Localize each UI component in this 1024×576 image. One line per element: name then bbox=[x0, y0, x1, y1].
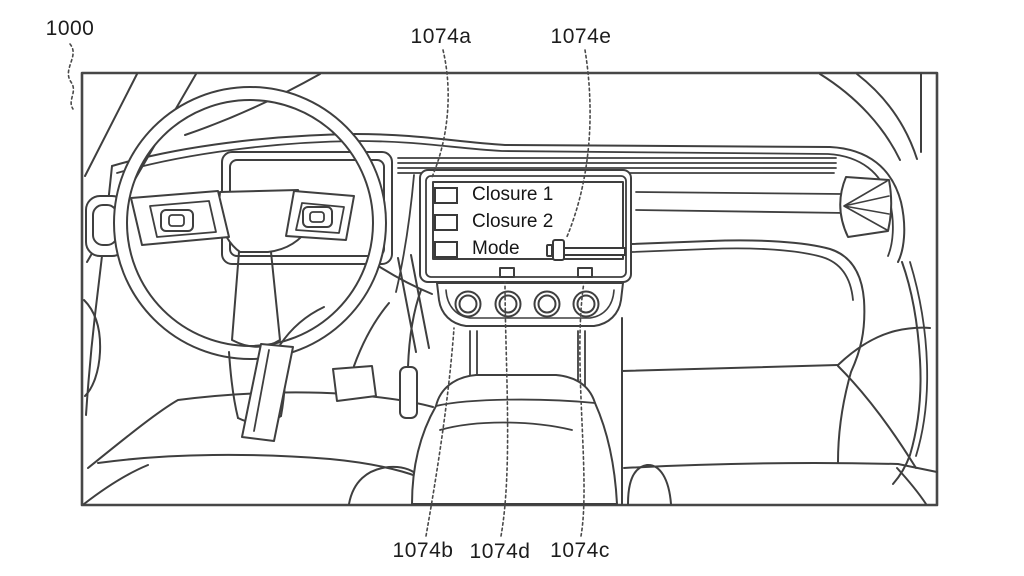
leader-1074c bbox=[579, 281, 585, 537]
right-spoke-pad bbox=[285, 190, 355, 241]
floor-and-seats bbox=[83, 317, 672, 505]
steering-wheel[interactable] bbox=[113, 86, 430, 424]
touchscreen-display[interactable] bbox=[432, 181, 624, 260]
closure2-label: Closure 2 bbox=[472, 211, 554, 232]
leader-1074b bbox=[425, 327, 455, 537]
mode-checkbox[interactable] bbox=[434, 241, 458, 258]
ref-label-1000: 1000 bbox=[45, 17, 95, 40]
right-wheel-button[interactable] bbox=[302, 206, 333, 228]
knob-panel bbox=[436, 282, 624, 327]
ref-label-1074b: 1074b bbox=[392, 539, 454, 562]
center-seat bbox=[411, 374, 618, 505]
panel-button-left[interactable] bbox=[499, 267, 515, 278]
passenger-vent bbox=[839, 176, 893, 238]
leader-1074a bbox=[431, 49, 449, 178]
mode-slider-track[interactable] bbox=[557, 247, 626, 256]
mode-slider-cap bbox=[546, 244, 553, 257]
left-wheel-button[interactable] bbox=[160, 209, 194, 232]
accelerator-pedal[interactable] bbox=[241, 343, 294, 442]
park-pedal[interactable] bbox=[399, 366, 418, 419]
leader-lines bbox=[67, 43, 591, 537]
right-door-and-vent bbox=[621, 73, 938, 505]
mode-slider-handle[interactable] bbox=[552, 239, 565, 261]
pedals bbox=[241, 289, 422, 442]
ref-label-1074e: 1074e bbox=[550, 25, 612, 48]
closure1-label: Closure 1 bbox=[472, 184, 554, 205]
closure1-checkbox[interactable] bbox=[434, 187, 458, 204]
ref-label-1074a: 1074a bbox=[410, 25, 472, 48]
closure2-checkbox[interactable] bbox=[434, 214, 458, 231]
column-stalk bbox=[397, 254, 430, 353]
leader-1000 bbox=[67, 43, 75, 110]
ref-label-1074d: 1074d bbox=[469, 540, 531, 563]
left-spoke-pad bbox=[130, 190, 230, 246]
leader-1074e bbox=[565, 49, 591, 240]
panel-button-right[interactable] bbox=[577, 267, 593, 278]
mode-label: Mode bbox=[472, 238, 520, 259]
leader-1074d bbox=[500, 281, 509, 537]
brake-pedal[interactable] bbox=[332, 365, 377, 402]
ref-label-1074c: 1074c bbox=[550, 539, 610, 562]
